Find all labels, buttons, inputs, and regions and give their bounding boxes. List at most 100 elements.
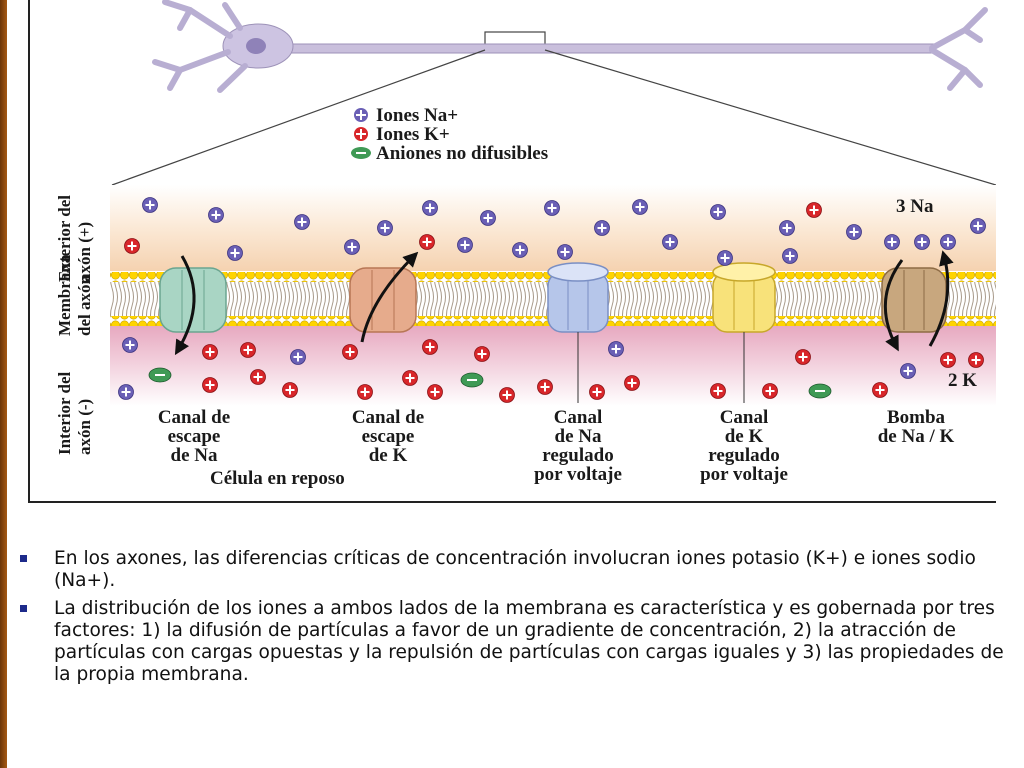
k-ion-icon [499,387,515,403]
na-leak-channel [159,255,227,356]
channel-label-line: Canal [720,407,769,428]
na-ion-icon [594,220,610,236]
channel-label-k-leak: Canal de escape de K [352,407,424,466]
na-ion-icon [662,234,678,250]
channel-label-line: escape [168,426,221,447]
legend-na-label: Iones Na+ [376,105,458,126]
bullet-text: La distribución de los iones a ambos lad… [54,598,1004,685]
channel-label-line: de Na / K [878,426,955,447]
na-ion-icon [422,200,438,216]
na-ion-icon [142,197,158,213]
pump-na-label: 3 Na [896,196,934,217]
channel-label-line: regulado [542,445,613,466]
na-ion-icon [118,384,134,400]
k-ion-icon [124,238,140,254]
k-ion-icon [357,384,373,400]
k-ion-icon [202,344,218,360]
na-ion-icon [632,199,648,215]
channel-label-line: de Na [171,445,218,466]
na-ion-icon [294,214,310,230]
bullet-item: En los axones, las diferencias críticas … [18,548,1008,592]
anion-icon [148,367,172,383]
channel-label-line: Canal [554,407,603,428]
k-ion-icon [940,352,956,368]
side-label-membrana-1: Membrana [55,254,74,336]
k-ion-icon [762,383,778,399]
na-ion-icon [717,250,733,266]
channel-label-line: escape [362,426,415,447]
side-label-exterior-1: Exterior del [55,195,74,282]
k-ion-icon [872,382,888,398]
na-ion-icon [557,244,573,260]
ion-layer [118,197,986,403]
k-leak-channel [349,251,419,343]
na-ion-icon [208,207,224,223]
bullet-square-icon [20,555,27,562]
pump-k-label: 2 K [948,370,977,391]
legend-na-icon [354,108,368,122]
na-ion-icon [608,341,624,357]
side-label-interior-2: axón (-) [75,399,94,455]
k-ion-icon [624,375,640,391]
na-ion-icon [457,237,473,253]
channel-label-line: de K [725,426,764,447]
na-ion-icon [480,210,496,226]
channel-label-pump: Bomba de Na / K [878,407,955,447]
channel-label-line: Bomba [887,407,946,428]
neuron-illustration [111,0,996,186]
na-ion-icon [846,224,862,240]
diagram-caption: Célula en reposo [210,468,345,489]
k-ion-icon [202,377,218,393]
bullet-square-icon [20,605,27,612]
axon-membrane-diagram: Iones Na+ Iones K+ Aniones no difusibles… [28,0,996,503]
channel-label-line: Canal de [158,407,230,428]
channel-label-line: regulado [708,445,779,466]
na-ion-icon [779,220,795,236]
legend-k-label: Iones K+ [376,124,450,145]
na-ion-icon [782,248,798,264]
channel-label-line: por voltaje [700,464,788,485]
k-ion-icon [589,384,605,400]
extracellular-region [110,185,996,271]
slide-accent-bar [0,0,7,768]
k-ion-icon [537,379,553,395]
na-ion-icon [970,218,986,234]
na-ion-icon [914,234,930,250]
k-ion-icon [806,202,822,218]
k-ion-icon [474,346,490,362]
k-ion-icon [250,369,266,385]
side-labels: Exterior del axón (+) Membrana del axón … [55,195,94,455]
na-ion-icon [544,200,560,216]
na-ion-icon [290,349,306,365]
side-label-exterior-2: axón (+) [75,222,94,282]
na-ion-icon [512,242,528,258]
k-ion-icon [795,349,811,365]
k-ion-icon [342,344,358,360]
side-label-interior-1: Interior del [55,371,74,455]
na-ion-icon [940,234,956,250]
k-ion-icon [968,352,984,368]
bullet-list: En los axones, las diferencias críticas … [18,548,1008,692]
channel-label-line: de K [369,445,408,466]
channel-label-line: por voltaje [534,464,622,485]
k-ion-icon [427,384,443,400]
k-ion-icon [710,383,726,399]
channel-label-k-voltage: Canal de K regulado por voltaje [700,407,788,485]
bullet-text: En los axones, las diferencias críticas … [54,548,976,591]
k-ion-icon [422,339,438,355]
channel-label-na-leak: Canal de escape de Na [158,407,230,466]
na-k-pump [881,250,954,352]
intracellular-region [110,326,996,406]
anion-icon [460,372,484,388]
side-label-membrana-2: del axón [75,275,94,336]
channel-label-line: Canal de [352,407,424,428]
na-ion-icon [344,239,360,255]
anion-icon [808,383,832,399]
na-ion-icon [227,245,243,261]
na-ion-icon [377,220,393,236]
k-ion-icon [282,382,298,398]
k-ion-icon [240,342,256,358]
na-ion-icon [710,204,726,220]
channel-label-na-voltage: Canal de Na regulado por voltaje [534,407,622,485]
bullet-item: La distribución de los iones a ambos lad… [18,598,1008,686]
